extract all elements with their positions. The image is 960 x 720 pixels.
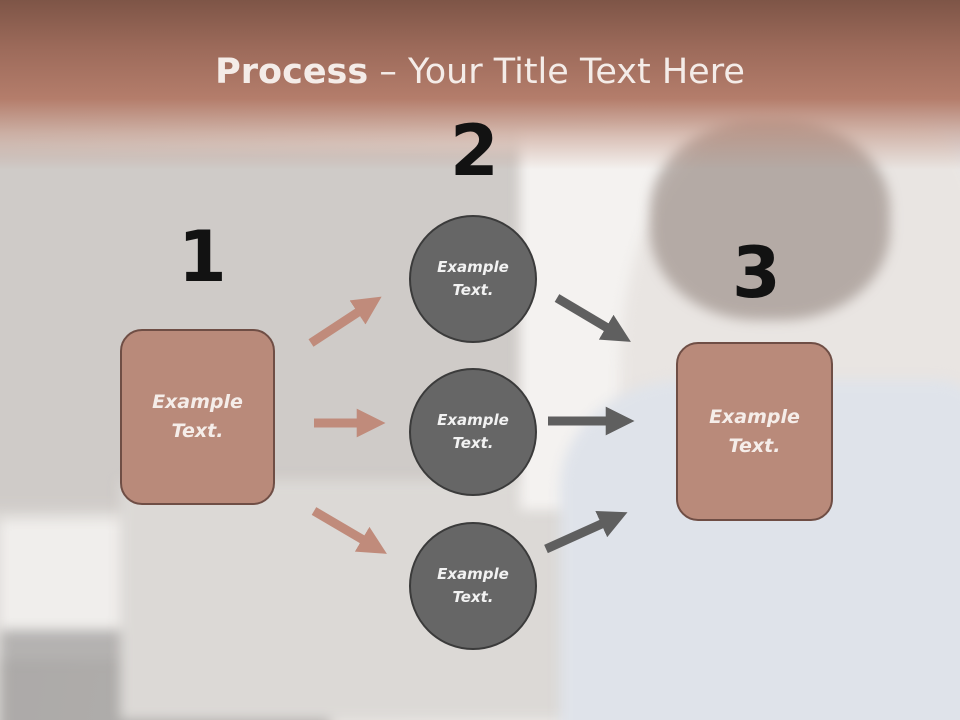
title-bold: Process <box>215 52 369 92</box>
step-number-3: 3 <box>732 232 781 314</box>
arrow-1-to-bottom <box>311 507 387 554</box>
step-number-2: 2 <box>450 110 499 192</box>
step-number-1: 1 <box>178 216 227 298</box>
arrow-1-to-top <box>308 296 382 347</box>
arrow-bottom-to-3 <box>544 510 628 554</box>
slide-title: Process – Your Title Text Here <box>0 52 960 92</box>
arrow-top-to-3 <box>554 294 631 342</box>
title-rest: – Your Title Text Here <box>368 52 745 92</box>
title-band <box>0 0 960 170</box>
